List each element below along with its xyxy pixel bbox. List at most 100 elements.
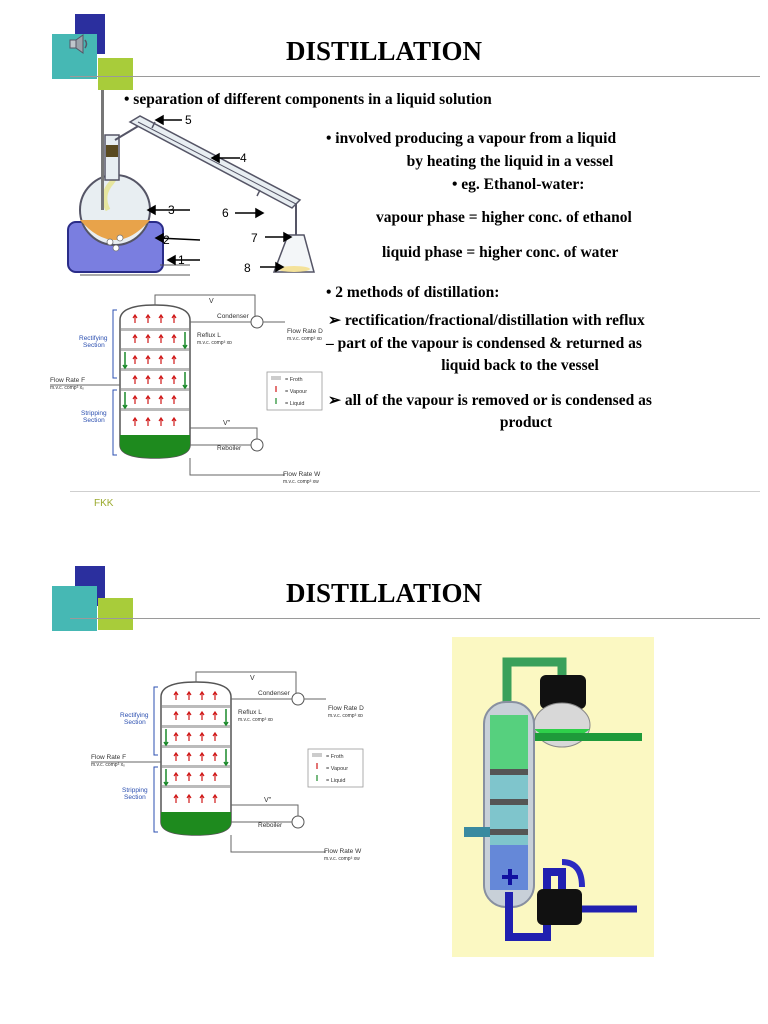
liquid-arrow: [163, 729, 169, 747]
footer-rule: [70, 491, 760, 492]
vapour-arrow: [199, 690, 205, 700]
vapour-arrow: [145, 333, 151, 343]
tray: [162, 725, 230, 728]
speaker-icon[interactable]: [67, 32, 91, 56]
liquid-arrow: [122, 392, 128, 410]
vapour-arrow: [145, 354, 151, 364]
tray: [121, 348, 189, 351]
receiving-flask: [272, 234, 315, 273]
vapour-arrow: [212, 793, 218, 803]
legend-vapour-label: = Vapour: [285, 389, 307, 395]
vapour-arrow: [171, 354, 177, 364]
method1-line2: – part of the vapour is condensed & retu…: [326, 335, 642, 352]
tray: [162, 765, 230, 768]
vapour-arrow: [171, 394, 177, 404]
liquid-arrow: [182, 332, 188, 350]
deco-green-square: [98, 598, 133, 630]
vapour-arrow: [173, 731, 179, 741]
vapour-arrow: [186, 793, 192, 803]
reboiler-label: Reboiler: [258, 822, 283, 829]
v-top-label: V: [209, 298, 214, 305]
flow-f-label: Flow Rate F: [50, 377, 85, 384]
label-8: 8: [244, 261, 251, 275]
vapour-arrow: [199, 771, 205, 781]
label-4: 4: [240, 151, 247, 165]
rectifying-bracket: [153, 686, 158, 756]
stripping-label-2: Section: [124, 794, 146, 801]
rectifying-label-2: Section: [83, 342, 105, 349]
legend-froth-label: = Froth: [285, 377, 303, 383]
vapour-arrow: [145, 313, 151, 323]
vapour-arrow: [171, 374, 177, 384]
reflux-sub-label: m.v.c. comp³ xᴅ: [197, 340, 232, 346]
vapour-arrow: [186, 731, 192, 741]
vapour-arrow: [171, 333, 177, 343]
vapour-arrow: [158, 416, 164, 426]
stripping-label: Stripping: [81, 410, 107, 417]
vapour-line: [195, 671, 297, 695]
flow-d-label: Flow Rate D: [287, 328, 323, 335]
deco-green-square: [98, 58, 133, 90]
method2-line1: ➢ all of the vapour is removed or is con…: [328, 392, 652, 409]
rectifying-label: Rectifying: [79, 335, 108, 342]
v-bottom-label: V": [264, 797, 272, 804]
vapour-arrow: [199, 710, 205, 720]
methods-heading: • 2 methods of distillation:: [326, 284, 500, 301]
reboiler-liquid: [161, 812, 231, 835]
stripping-bracket: [153, 766, 158, 833]
flow-f-label: Flow Rate F: [91, 754, 126, 761]
rectifying-label-2: Section: [124, 719, 146, 726]
reflux-label: Reflux L: [238, 709, 262, 716]
vapour-arrow: [132, 354, 138, 364]
vapour-arrow: [212, 710, 218, 720]
label-7: 7: [251, 231, 258, 245]
liquid-arrow: [163, 769, 169, 787]
liquid-arrow: [223, 709, 229, 727]
vapour-arrow: [199, 751, 205, 761]
reboiler-unit: [537, 889, 582, 925]
vapour-arrow: [212, 751, 218, 761]
vapour-arrow: [212, 771, 218, 781]
tray: [121, 328, 189, 331]
bullet-separation: • separation of different components in …: [124, 91, 492, 108]
label-3: 3: [168, 203, 175, 217]
vapour-arrow: [173, 690, 179, 700]
footer-text: FKK: [94, 498, 114, 509]
stripping-label-2: Section: [83, 417, 105, 424]
vapour-arrow: [171, 416, 177, 426]
vapour-arrow: [158, 333, 164, 343]
vapour-arrow: [132, 416, 138, 426]
reflux-sub-label: m.v.c. comp³ xᴅ: [238, 717, 273, 723]
tray: [121, 408, 189, 411]
slide-1: DISTILLATION • separation of different c…: [50, 14, 760, 509]
flow-w-sub-label: m.v.c. comp³ xᴡ: [283, 479, 319, 485]
vapour-arrow: [212, 731, 218, 741]
reboiler-symbol: [291, 815, 305, 829]
liquid-arrow: [182, 372, 188, 390]
vapour-arrow: [145, 416, 151, 426]
liquid-phase: liquid phase = higher conc. of water: [382, 244, 619, 261]
tray: [121, 368, 189, 371]
vapour-arrow: [173, 771, 179, 781]
deco-cyan-square: [52, 586, 97, 631]
condenser-label: Condenser: [258, 690, 291, 697]
vapour-arrow: [145, 394, 151, 404]
legend-froth-label: = Froth: [326, 754, 344, 760]
stripping-bracket: [112, 389, 117, 456]
method1-line3: liquid back to the vessel: [441, 357, 599, 374]
column-illustration: [452, 637, 654, 957]
tray: [162, 785, 230, 788]
bottom-lines: [189, 427, 285, 476]
slide-1-title: DISTILLATION: [285, 36, 483, 66]
stripping-label: Stripping: [122, 787, 148, 794]
rectifying-label: Rectifying: [120, 712, 149, 719]
vapour-arrow: [173, 793, 179, 803]
flow-d-sub-label: m.v.c. comp³ xᴅ: [328, 713, 363, 719]
reboiler-liquid: [120, 435, 190, 458]
vapour-arrow: [212, 690, 218, 700]
bullet-vapour-line1: • involved producing a vapour from a liq…: [326, 130, 617, 147]
label-6: 6: [222, 206, 229, 220]
legend-liquid-label: = Liquid: [285, 401, 304, 407]
